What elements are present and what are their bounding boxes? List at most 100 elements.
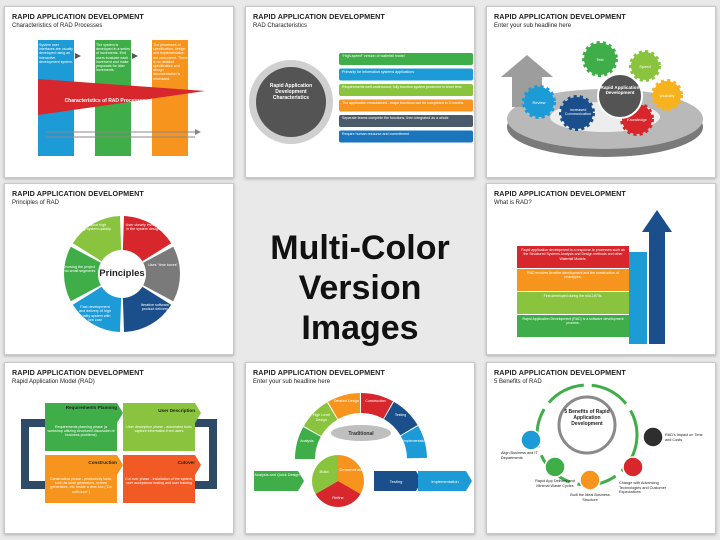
phase-header [123, 403, 201, 423]
arc-label: Analysis [300, 438, 314, 443]
rad-processes-diagram: System user interfaces are usually devel… [38, 40, 205, 156]
characteristic-text: Requirements well-understood; fully func… [342, 85, 462, 89]
characteristic-text: Require human resource and commitment [342, 131, 410, 136]
principle-text: Iterative software product delivery [140, 303, 170, 312]
benefit-node [622, 456, 644, 478]
thumbnail-rapid-application-model[interactable]: RAPID APPLICATION DEVELOPMENT Rapid Appl… [4, 362, 234, 534]
gear-icon [522, 85, 556, 119]
step-text: Rapid application development is a respo… [521, 248, 625, 261]
thumbnail-what-is-rad[interactable]: RAPID APPLICATION DEVELOPMENT What is RA… [486, 183, 716, 355]
phase-name: Construction [88, 460, 117, 465]
cycle-slice [312, 455, 338, 494]
step-label: Refine [332, 495, 344, 500]
gear-icon [629, 50, 661, 82]
stairs-diagram: Rapid application development is a respo… [517, 210, 672, 344]
gear-label: Usability [659, 93, 674, 98]
box-text: The processes of specification, design a… [153, 43, 188, 81]
phase-header [123, 455, 201, 475]
characteristic-text: The application modularized - major func… [342, 100, 464, 105]
slide-title: RAPID APPLICATION DEVELOPMENT [494, 368, 626, 377]
characteristic-text: "High-speed" version of waterfall model [342, 54, 405, 58]
slide-title: RAPID APPLICATION DEVELOPMENT [253, 12, 385, 21]
phase-text: Construction phase - productivity tools,… [50, 477, 112, 494]
benefit-node [642, 426, 664, 448]
principle-text: To produce high quality system quickly [75, 223, 111, 232]
arc-segment [361, 393, 393, 419]
step-text: First developed during the mid-1970s. [543, 294, 603, 298]
loop-connector [21, 419, 45, 489]
thumbnail-rad-gears[interactable]: RAPID APPLICATION DEVELOPMENT Enter your… [486, 6, 716, 178]
gear-label: Increased Communication [564, 108, 592, 117]
traditional-disc [331, 425, 391, 441]
gear-label: Test [596, 57, 604, 62]
gear-label: Speed [639, 64, 651, 69]
box-text: The system is developed in a series of i… [96, 43, 130, 73]
principle-segment [122, 286, 172, 332]
center-circle [256, 67, 326, 137]
step-block [517, 315, 629, 337]
gear-icon [559, 95, 595, 131]
arc-label: Testing [394, 413, 407, 418]
principles-diagram: To produce high quality system quicklyUs… [63, 216, 181, 332]
heading-line-2: Version Images [298, 269, 422, 347]
thumbnail-principles-of-rad[interactable]: RAPID APPLICATION DEVELOPMENT Principles… [4, 183, 234, 355]
slide-subtitle: 5 Benefits of RAD [494, 379, 542, 385]
structure-icon [579, 469, 601, 491]
cycle-slice [338, 455, 364, 494]
arrow-head [195, 129, 201, 135]
phase-text: Cut over phase - installation of the sys… [125, 477, 193, 486]
characteristic-bar [339, 115, 473, 127]
arc-segment [295, 427, 321, 459]
step-block [517, 246, 629, 268]
principle-segment [143, 246, 181, 302]
benefit-label: RAD's Impact on Time and Costs [665, 433, 703, 442]
principle-text: Fast development and delivery of high qu… [79, 305, 111, 323]
characteristic-text: Primarily for information systems applic… [342, 69, 415, 74]
benefit-label: Align Business and IT Departments [501, 451, 538, 460]
rad-gears-diagram: Rapid Application Development Review Tes… [501, 41, 703, 157]
phase-box [45, 475, 117, 503]
phase-name: Cutover [177, 460, 195, 465]
thumbnail-characteristics-of-rad-processes[interactable]: RAPID APPLICATION DEVELOPMENT Characteri… [4, 6, 234, 178]
characteristic-bar [339, 130, 473, 143]
benefit-label: Change with Advancing Technologies and C… [619, 481, 667, 495]
slide-subtitle: Enter your sub headline here [253, 379, 331, 385]
slide-title: RAPID APPLICATION DEVELOPMENT [12, 189, 144, 198]
cycle-slice [315, 481, 361, 507]
phase-header [45, 455, 123, 475]
slide-subtitle: RAD Characteristics [253, 23, 308, 29]
step-text: RAD involves iterative development and t… [527, 271, 619, 280]
process-arrow [254, 471, 304, 491]
center-heading: Multi-Color Version Images [238, 228, 482, 348]
thumbnail-traditional-vs-rad[interactable]: RAPID APPLICATION DEVELOPMENT Enter your… [245, 362, 475, 534]
phase-box [123, 475, 195, 503]
principle-segment [72, 286, 122, 332]
phase-header [45, 403, 123, 423]
characteristic-bar [339, 53, 473, 65]
thumbnail-5-benefits-of-rad[interactable]: RAPID APPLICATION DEVELOPMENT 5 Benefits… [486, 362, 716, 534]
step-label: Testing [390, 479, 403, 484]
arc-label: Construction [365, 398, 386, 403]
characteristic-bar [339, 84, 473, 96]
hub-label: 5 Benefits of Rapid Application Developm… [564, 409, 610, 427]
arc-segment [328, 393, 361, 420]
step-text: Rapid Application Development (RAD) is a… [522, 317, 624, 326]
principle-segment [64, 246, 101, 302]
arrow-label: Characteristics of RAD Processes [65, 98, 146, 104]
slide-title: RAPID APPLICATION DEVELOPMENT [12, 368, 144, 377]
loop-connector [195, 419, 217, 489]
benefit-label: Rapid App Delivery and Minimal Waste Cyc… [535, 479, 575, 488]
slide-subtitle: Principles of RAD [12, 200, 60, 206]
step-label: Build [320, 469, 329, 474]
benefit-node [579, 469, 601, 491]
thumbnail-rad-characteristics[interactable]: RAPID APPLICATION DEVELOPMENT RAD Charac… [245, 6, 475, 178]
benefits-diagram: 5 Benefits of Rapid Application Developm… [501, 383, 703, 502]
phase-text: User description phase - automated tools… [126, 425, 192, 434]
principle-text: Uses "time boxes" [148, 263, 178, 267]
gear-label: Knowledge [627, 117, 648, 122]
principle-segment [122, 216, 172, 262]
circle-label: Rapid Application Development Characteri… [269, 83, 313, 101]
arc-label: Implementation [402, 438, 428, 443]
process-arrow [418, 471, 472, 491]
characteristic-text: Separate teams complete the functions, t… [342, 116, 449, 120]
